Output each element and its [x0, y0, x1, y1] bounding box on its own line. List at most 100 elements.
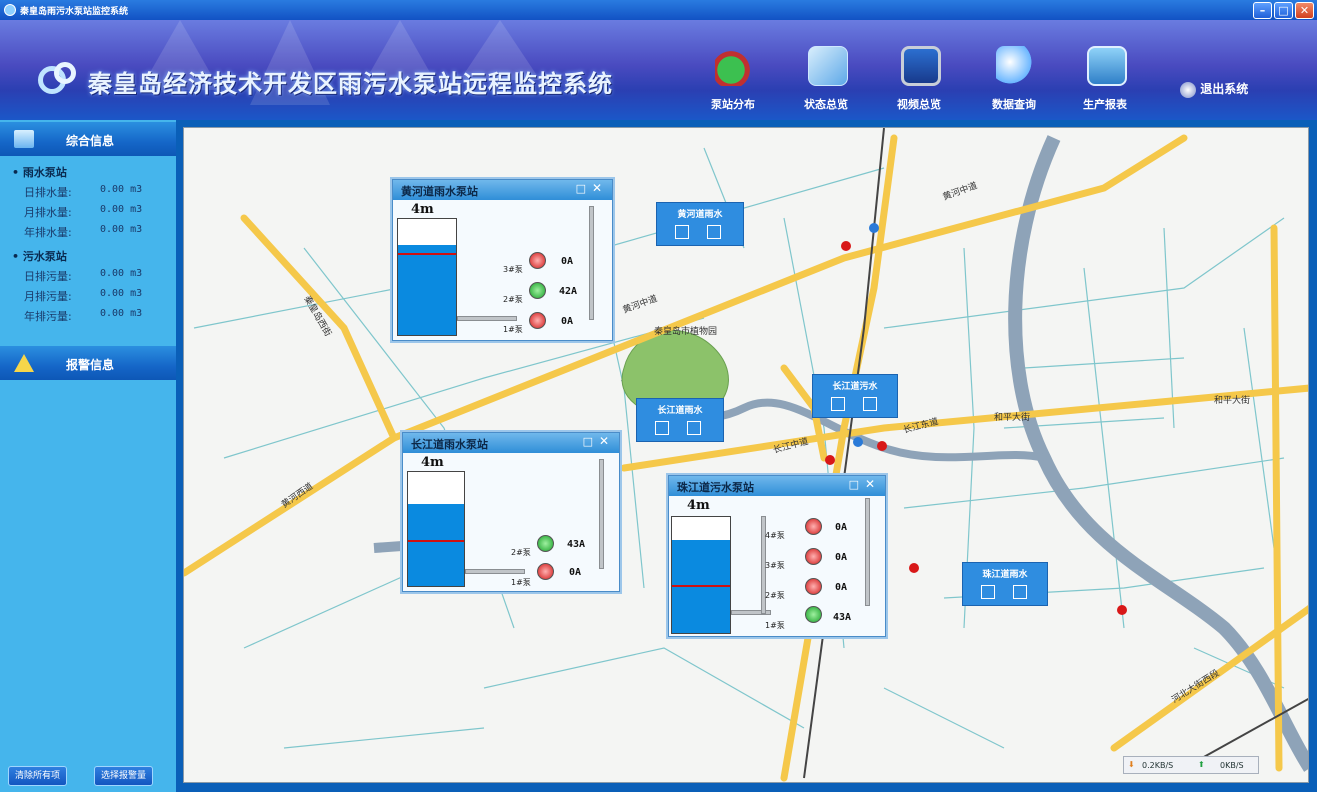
pump-icon[interactable]	[529, 252, 546, 269]
user-icon	[1180, 81, 1196, 98]
tank-depth: 4m	[421, 455, 444, 470]
map-canvas: 黄河中道 黄河中道 黄河西道 长江中道 长江东道 和平大街 和平大街 河北大街西…	[184, 128, 1308, 782]
restore-icon[interactable]	[981, 585, 995, 599]
road-label-heping-1: 和平大街	[994, 411, 1030, 422]
pump-current: 0A	[835, 522, 848, 533]
station-marker[interactable]	[825, 455, 835, 465]
close-icon[interactable]: ✕	[591, 181, 602, 195]
nav-status-overview[interactable]: 状态总览	[791, 46, 861, 120]
water-level	[398, 244, 456, 335]
pump-label: 3#泵	[765, 561, 785, 570]
pie-chart-icon	[715, 46, 755, 86]
close-icon[interactable]: ✕	[598, 434, 609, 448]
restore-icon[interactable]	[831, 397, 845, 411]
popup-header[interactable]: 黄河道雨水泵站 □ ✕	[393, 180, 612, 200]
popup-header[interactable]: 珠江道污水泵站 □ ✕	[669, 476, 885, 496]
road-label-huanghe-1: 黄河中道	[941, 179, 979, 202]
alarm-header: 报警信息	[0, 346, 176, 380]
restore-icon[interactable]	[655, 421, 669, 435]
close-icon[interactable]: ✕	[864, 477, 875, 491]
pump-icon[interactable]	[805, 518, 822, 535]
rain-station-heading: • 雨水泵站	[12, 166, 67, 179]
pump-current: 0A	[835, 552, 848, 563]
pump-icon[interactable]	[805, 548, 822, 565]
pump-icon[interactable]	[805, 606, 822, 623]
station-popup-changjiang[interactable]: 长江道雨水泵站 □ ✕ 4m 2#泵 43A 1#泵 0A	[402, 432, 620, 592]
expand-icon[interactable]	[687, 421, 701, 435]
search-globe-icon	[996, 46, 1036, 86]
summary-header: 综合信息	[0, 122, 176, 156]
station-marker[interactable]	[877, 441, 887, 451]
station-marker-blue[interactable]	[853, 437, 863, 447]
pump-label: 2#泵	[765, 591, 785, 600]
park-label: 秦皇岛市植物园	[654, 325, 717, 336]
river	[1008, 135, 1308, 772]
pump-current: 0A	[569, 567, 582, 578]
mini-panel-huanghe-rain[interactable]: 黄河道雨水	[656, 202, 744, 246]
road-label-heping-2: 和平大街	[1214, 394, 1250, 405]
info-icon	[14, 130, 34, 148]
water-tank	[671, 516, 731, 634]
expand-icon[interactable]	[1013, 585, 1027, 599]
clear-all-button[interactable]: 清除所有项	[8, 766, 68, 786]
pump-icon[interactable]	[537, 563, 554, 580]
expand-icon[interactable]	[863, 397, 877, 411]
expand-icon[interactable]	[707, 225, 721, 239]
station-marker[interactable]	[841, 241, 851, 251]
select-alarm-button[interactable]: 选择报警量	[94, 766, 154, 786]
maximize-icon[interactable]: □	[575, 182, 586, 195]
logo-icon	[38, 62, 78, 94]
maximize-button[interactable]: □	[1274, 2, 1293, 19]
pump-icon[interactable]	[537, 535, 554, 552]
pump-icon[interactable]	[805, 578, 822, 595]
alarm-line	[408, 540, 464, 542]
pump-icon[interactable]	[529, 282, 546, 299]
station-marker-blue[interactable]	[869, 223, 879, 233]
map-view[interactable]: 黄河中道 黄河中道 黄河西道 长江中道 长江东道 和平大街 和平大街 河北大街西…	[183, 127, 1309, 783]
report-chart-icon	[1087, 46, 1127, 86]
tank-depth: 4m	[411, 202, 434, 217]
pump-current: 42A	[559, 286, 578, 297]
pump-label: 1#泵	[503, 325, 523, 334]
minimize-button[interactable]: –	[1253, 2, 1272, 19]
pump-label: 1#泵	[511, 578, 531, 587]
nav-video-overview[interactable]: 视频总览	[884, 46, 954, 120]
pump-label: 1#泵	[765, 621, 785, 630]
maximize-icon[interactable]: □	[582, 435, 593, 448]
main-roads	[184, 134, 1308, 782]
station-popup-huanghe[interactable]: 黄河道雨水泵站 □ ✕ 4m 3#泵 0A 2#泵 42A 1#泵 0A	[392, 179, 613, 341]
rain-yearly-row: 年排水量:0.00 m3	[24, 224, 143, 239]
popup-header[interactable]: 长江道雨水泵站 □ ✕	[403, 433, 619, 453]
nav-pump-distribution[interactable]: 泵站分布	[698, 46, 768, 120]
pump-current: 0A	[561, 256, 574, 267]
app-header: 秦皇岛经济技术开发区雨污水泵站远程监控系统 泵站分布 状态总览 视频总览 数据查…	[0, 20, 1317, 120]
maximize-icon[interactable]: □	[848, 478, 859, 491]
download-icon: ⬇	[1128, 760, 1135, 769]
system-title: 秦皇岛经济技术开发区雨污水泵站远程监控系统	[88, 69, 613, 98]
station-popup-zhujiang[interactable]: 珠江道污水泵站 □ ✕ 4m 4#泵 0A 3#泵 0A 2#泵 0A 1#泵 …	[668, 475, 886, 637]
alarm-line	[398, 253, 456, 255]
logout-button[interactable]: 退出系统	[1180, 80, 1248, 104]
sewage-monthly-row: 月排污量:0.00 m3	[24, 288, 143, 303]
sidebar: 综合信息 • 雨水泵站 日排水量:0.00 m3 月排水量:0.00 m3 年排…	[0, 120, 176, 792]
pump-label: 2#泵	[511, 548, 531, 557]
restore-icon[interactable]	[675, 225, 689, 239]
mini-panel-changjiang-sewage[interactable]: 长江道污水	[812, 374, 898, 418]
rain-daily-row: 日排水量:0.00 m3	[24, 184, 143, 199]
mini-panel-changjiang-rain[interactable]: 长江道雨水	[636, 398, 724, 442]
network-status: ⬇ 0.2KB/S ⬆ 0KB/S	[1123, 756, 1259, 774]
close-button[interactable]: ✕	[1295, 2, 1314, 19]
pump-current: 43A	[833, 612, 852, 623]
road-label-huanghe-2: 黄河中道	[621, 292, 659, 315]
building-icon	[808, 46, 848, 86]
warning-icon	[14, 354, 34, 372]
mini-panel-zhujiang-rain[interactable]: 珠江道雨水	[962, 562, 1048, 606]
station-marker[interactable]	[1117, 605, 1127, 615]
monitor-icon	[901, 46, 941, 86]
app-icon	[4, 4, 16, 16]
nav-data-query[interactable]: 数据查询	[979, 46, 1049, 120]
pump-icon[interactable]	[529, 312, 546, 329]
nav-production-report[interactable]: 生产报表	[1070, 46, 1140, 120]
rain-monthly-row: 月排水量:0.00 m3	[24, 204, 143, 219]
station-marker[interactable]	[909, 563, 919, 573]
